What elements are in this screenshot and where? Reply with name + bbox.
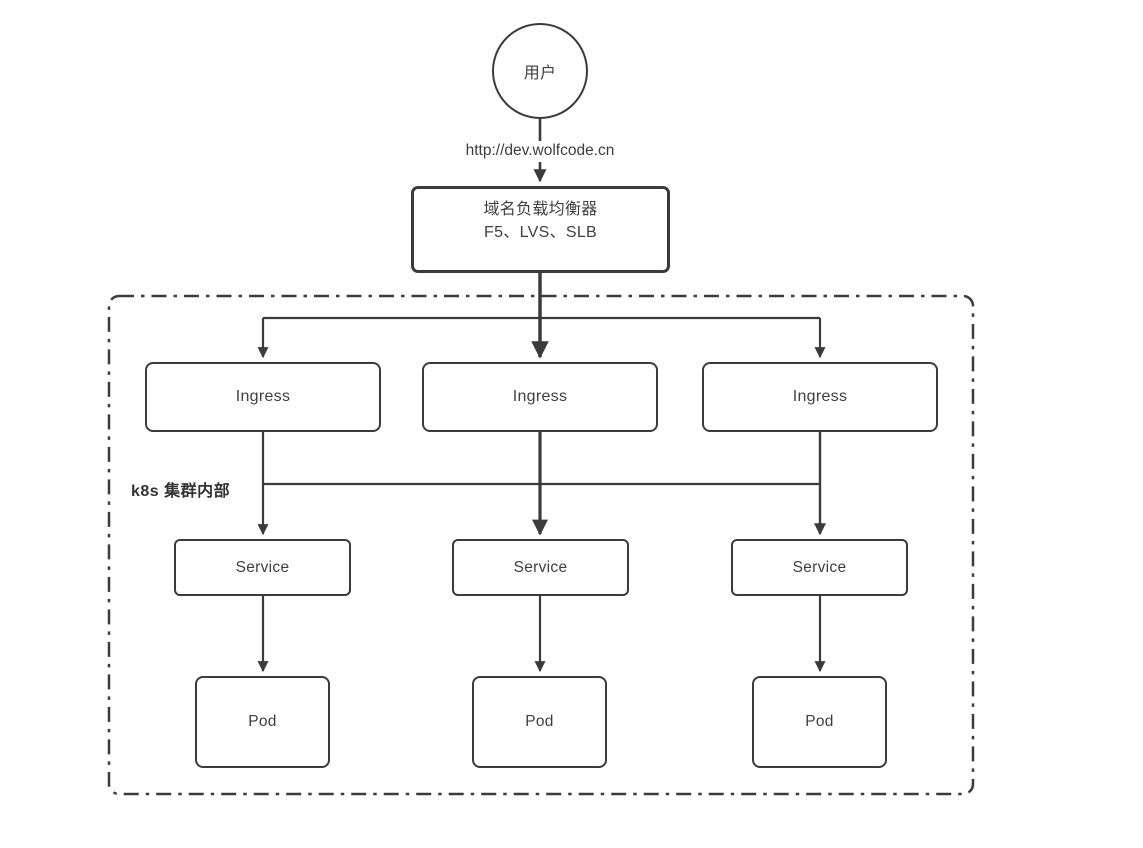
load-balancer-subtitle: F5、LVS、SLB [484, 224, 597, 241]
user-node: 用户 [492, 23, 588, 119]
request-url-label: http://dev.wolfcode.cn [440, 141, 640, 162]
load-balancer-title: 域名负载均衡器 [483, 201, 598, 218]
user-node-label: 用户 [523, 65, 557, 82]
ingress-node-2-label: Ingress [512, 388, 568, 405]
pod-node-3: Pod [752, 676, 887, 768]
ingress-node-1: Ingress [145, 362, 381, 432]
pod-node-2-label: Pod [525, 713, 554, 730]
ingress-node-1-label: Ingress [235, 388, 291, 405]
cluster-boundary [107, 294, 975, 796]
cluster-label: k8s 集群内部 [131, 483, 231, 500]
service-node-1-label: Service [235, 558, 290, 576]
service-node-2-label: Service [513, 558, 568, 576]
ingress-node-3-label: Ingress [792, 388, 848, 405]
service-node-3-label: Service [792, 558, 847, 576]
pod-node-3-label: Pod [805, 713, 834, 730]
service-node-2: Service [452, 539, 629, 596]
pod-node-1-label: Pod [248, 713, 277, 730]
load-balancer-node: 域名负载均衡器 F5、LVS、SLB [411, 186, 670, 273]
ingress-node-3: Ingress [702, 362, 938, 432]
pod-node-2: Pod [472, 676, 607, 768]
service-node-1: Service [174, 539, 351, 596]
pod-node-1: Pod [195, 676, 330, 768]
service-node-3: Service [731, 539, 908, 596]
ingress-node-2: Ingress [422, 362, 658, 432]
